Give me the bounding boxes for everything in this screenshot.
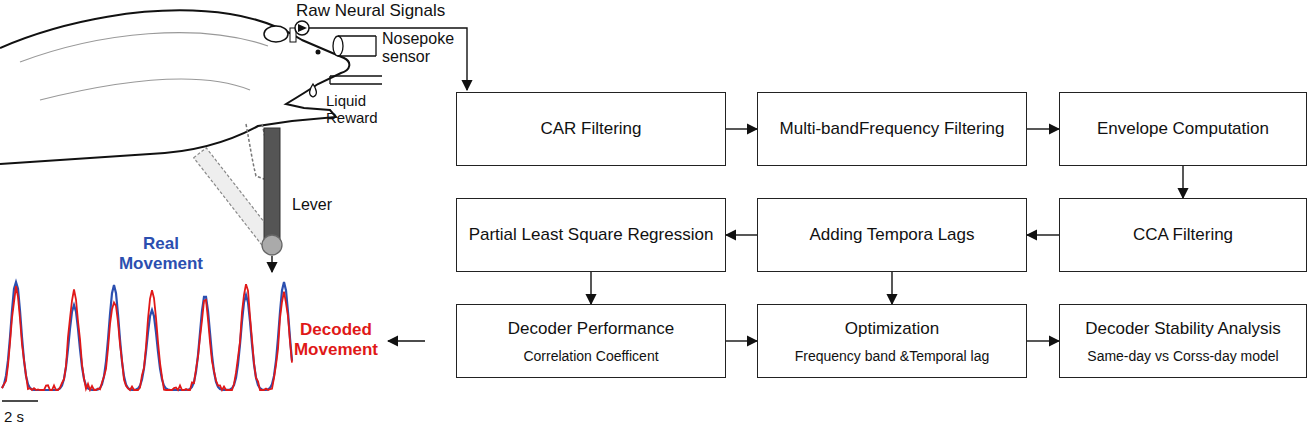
flow-arrow [726, 128, 757, 129]
flow-arrow [1182, 166, 1183, 198]
box-title: Decoder Performance [508, 319, 674, 339]
box-title: CAR Filtering [540, 119, 641, 139]
flow-arrow [1027, 340, 1059, 341]
flow-arrow [726, 234, 757, 235]
evaluation-box: Decoder PerformanceCorrelation Coefficen… [456, 304, 726, 378]
scale-label: 2 s [4, 408, 44, 425]
box-subtitle: Frequency band &Temporal lag [795, 348, 990, 364]
process-box: Adding Tempora Lags [757, 198, 1027, 272]
real-trace [2, 282, 292, 390]
signal-wire [309, 28, 467, 90]
box-title: CCA Filtering [1133, 225, 1233, 245]
nosepoke-tube [338, 36, 376, 56]
box-title: Optimization [845, 319, 939, 339]
box-subtitle: Same-day vs Corss-day model [1087, 348, 1278, 364]
signal-label: Raw Neural Signals [296, 1, 476, 21]
flow-arrow [1027, 234, 1059, 235]
flow-arrow [891, 272, 892, 304]
lever-pivot [262, 235, 282, 255]
nosepoke-sensor [333, 36, 343, 56]
reward-spout [330, 76, 382, 84]
process-box: CAR Filtering [456, 92, 726, 166]
legend-label: Real Movement [114, 234, 208, 273]
flow-arrow [726, 340, 757, 341]
rat-eye [316, 50, 321, 55]
box-title: Decoder Stability Analysis [1085, 319, 1281, 339]
lever [264, 128, 280, 245]
part-label: Liquid Reward [326, 92, 390, 127]
electrode-head [295, 21, 309, 35]
lever-arrow [271, 256, 272, 272]
flow-arrow [1027, 128, 1059, 129]
scale-bar [2, 400, 38, 402]
process-box: CCA Filtering [1059, 198, 1307, 272]
part-label: Nosepoke sensor [382, 30, 460, 67]
legend-label: Decoded Movement [288, 320, 384, 359]
box-title: Adding Tempora Lags [809, 225, 974, 245]
flow-arrow [590, 272, 591, 304]
rat-ear [264, 26, 288, 42]
part-label: Lever [292, 196, 352, 214]
process-box: Partial Least Square Regression [456, 198, 726, 272]
box-title: Partial Least Square Regression [469, 225, 714, 245]
box-title: Multi-bandFrequency Filtering [780, 119, 1005, 139]
reward-drop [310, 84, 317, 97]
analysis-box: Decoder Stability AnalysisSame-day vs Co… [1059, 304, 1307, 378]
process-box: Envelope Computation [1059, 92, 1307, 166]
decoded-trace [2, 284, 292, 390]
optimization-box: OptimizationFrequency band &Temporal lag [757, 304, 1027, 378]
movement-plot [2, 282, 292, 390]
amplifier-symbol [298, 24, 307, 32]
process-box: Multi-bandFrequency Filtering [757, 92, 1027, 166]
rat-outline [0, 10, 349, 164]
box-subtitle: Correlation Coefficent [523, 348, 658, 364]
rat-spine [20, 33, 268, 100]
output-arrow [388, 340, 425, 341]
box-title: Envelope Computation [1097, 119, 1269, 139]
